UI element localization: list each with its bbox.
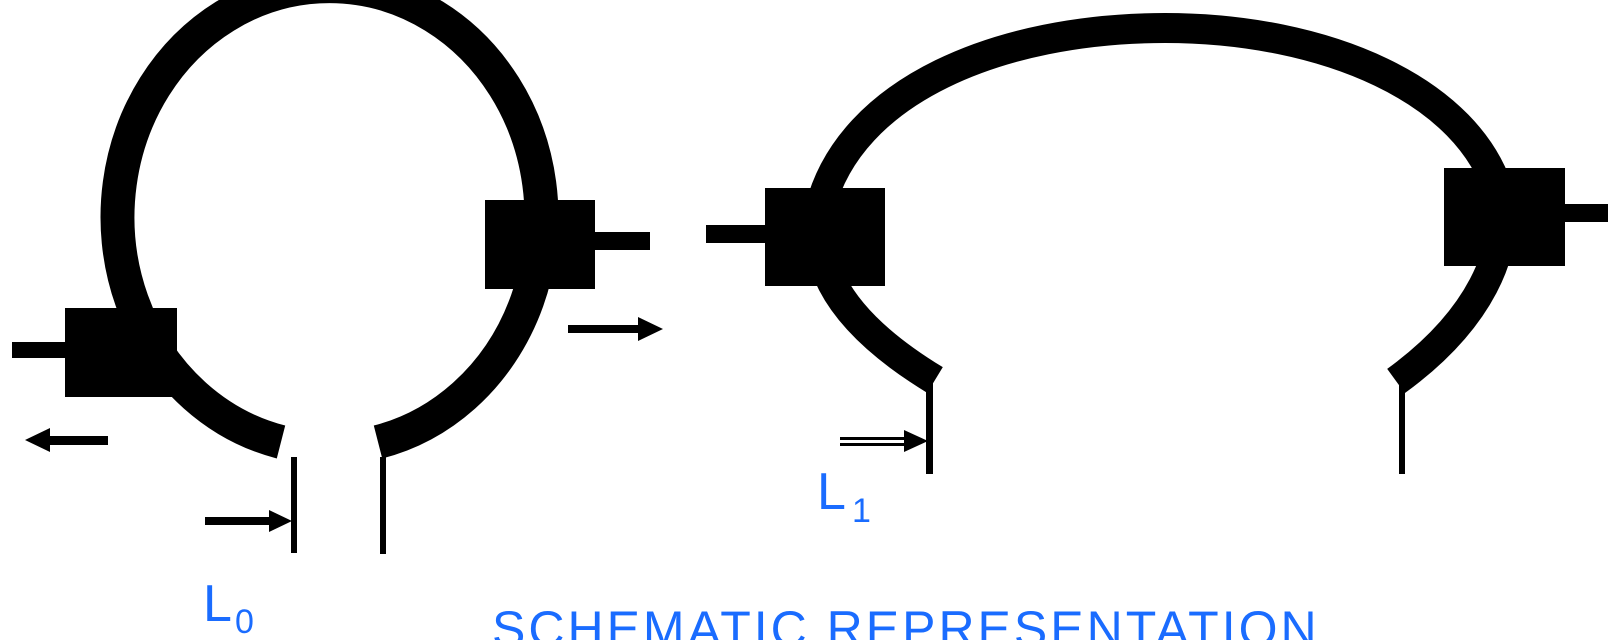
- ring-right-body: [803, 12, 1517, 394]
- clamp-rod-left: [12, 342, 67, 358]
- force-arrow-right-icon: [568, 317, 663, 341]
- clamp-block-left: [765, 188, 885, 286]
- gap-marker-right-tick: [1399, 378, 1405, 474]
- label-l1-subscript: 1: [852, 492, 871, 530]
- ring-right: L 1: [706, 12, 1608, 530]
- force-arrow-left-icon: [25, 428, 108, 452]
- gap-marker-left-tick: [291, 457, 297, 553]
- diagram-caption: SCHEMATIC REPRESENTATION: [492, 601, 1320, 640]
- clamp-rod-right: [1563, 204, 1608, 222]
- ring-left: L 0: [12, 0, 663, 640]
- clamp-rod-left: [706, 225, 768, 243]
- gap-marker-left-tick: [926, 378, 933, 474]
- clamp-rod-right: [593, 232, 650, 250]
- gap-marker-right-tick: [380, 457, 386, 554]
- ring-left-body: [100, 0, 559, 459]
- label-l0-main: L: [203, 575, 232, 633]
- clamp-block-left: [65, 308, 177, 397]
- label-l0-subscript: 0: [235, 603, 254, 640]
- gap-indicator-arrow-icon: [205, 510, 292, 532]
- gap-indicator-arrow-icon: [840, 430, 928, 452]
- label-l1: L 1: [817, 463, 871, 530]
- clamp-block-right: [485, 200, 595, 289]
- label-l1-main: L: [817, 463, 846, 521]
- label-l0: L 0: [203, 575, 254, 640]
- clamp-block-right: [1444, 168, 1565, 266]
